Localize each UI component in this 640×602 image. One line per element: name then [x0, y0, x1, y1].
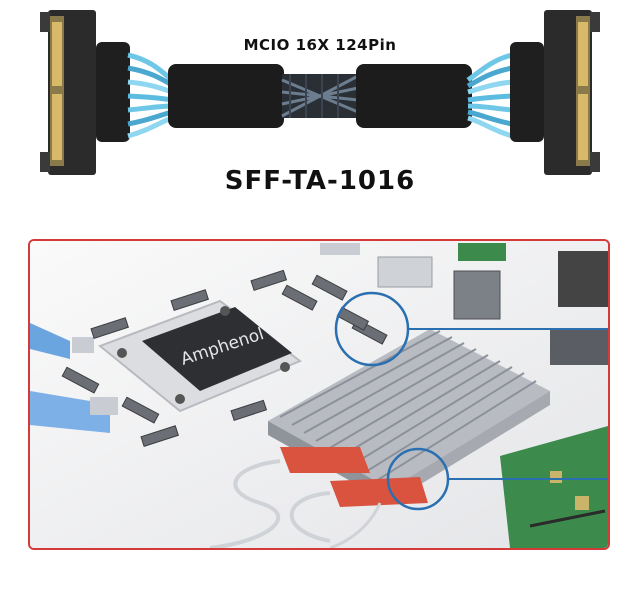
right-components	[320, 243, 608, 365]
cpu-socket: Amphenol	[98, 299, 302, 413]
motherboard-scene: Amphenol	[30, 241, 608, 548]
braided-section	[281, 74, 359, 118]
sff-connectors	[209, 447, 428, 548]
right-wire-fan	[466, 52, 513, 139]
left-connector	[40, 10, 130, 175]
cable-label: MCIO 16X 124Pin	[243, 36, 397, 54]
callout-markers	[334, 291, 608, 511]
standard-label: SFF-TA-1016	[224, 166, 416, 196]
right-cable-sleeve	[356, 64, 472, 128]
left-wire-fan	[127, 52, 174, 139]
mcio-cable-illustration	[40, 10, 600, 175]
motherboard-scene-panel: Amphenol	[28, 239, 610, 550]
right-connector	[510, 10, 600, 175]
mcio-connectors	[61, 269, 388, 447]
left-cable-sleeve	[168, 64, 284, 128]
ribbon-cable-left	[30, 323, 118, 433]
